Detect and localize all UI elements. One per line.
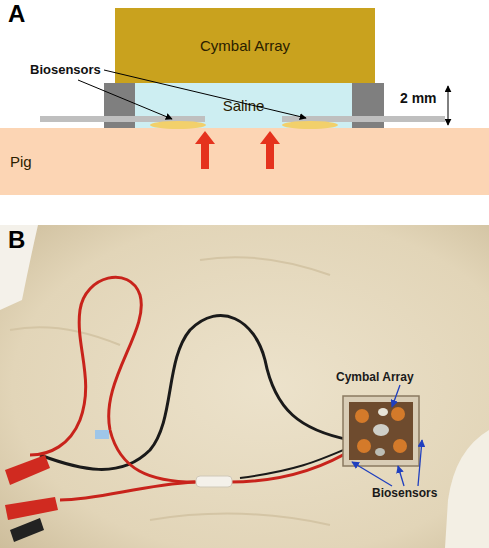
towel bbox=[445, 430, 489, 548]
alligator-clip bbox=[10, 518, 44, 542]
array-body bbox=[349, 402, 413, 460]
drape bbox=[0, 225, 38, 310]
arrow-shaft bbox=[201, 143, 209, 169]
callout-label: Biosensors bbox=[30, 62, 101, 77]
wire-tag bbox=[35, 500, 49, 509]
callout-line bbox=[398, 466, 404, 486]
callout-line bbox=[352, 462, 392, 486]
node-label: Cymbal Array bbox=[200, 37, 290, 54]
red-wire bbox=[60, 482, 195, 500]
epoxy bbox=[378, 408, 388, 416]
epoxy bbox=[373, 424, 389, 436]
black-wire bbox=[40, 316, 350, 470]
cymbal bbox=[355, 409, 369, 423]
cymbal bbox=[391, 407, 405, 421]
leader-line bbox=[78, 80, 172, 119]
spacer bbox=[104, 83, 135, 128]
component-box: Cymbal Array bbox=[115, 8, 375, 83]
array-housing bbox=[343, 396, 419, 466]
dimension-arrow bbox=[448, 86, 449, 125]
callout-label: Cymbal Array bbox=[336, 370, 414, 384]
callout-line bbox=[418, 440, 422, 486]
sensor-strip bbox=[282, 116, 445, 122]
pressure-arrows bbox=[195, 131, 280, 169]
biosensor bbox=[150, 121, 206, 129]
skin-crease bbox=[10, 257, 330, 525]
node-label: Saline bbox=[223, 97, 265, 114]
node-label: Pig bbox=[10, 153, 32, 170]
callout-label: Biosensors bbox=[372, 486, 437, 500]
saline-layer: Saline bbox=[135, 83, 352, 128]
callout-line bbox=[392, 385, 400, 407]
panel-letter: B bbox=[8, 226, 25, 254]
pig-skin-photo bbox=[0, 225, 489, 548]
alligator-clip bbox=[5, 497, 58, 520]
leader-line bbox=[104, 70, 306, 118]
arrow-shaft bbox=[266, 143, 274, 169]
dimension-label: 2 mm bbox=[400, 90, 437, 106]
sensor-strip bbox=[40, 116, 205, 122]
cymbal bbox=[357, 439, 371, 453]
arrow-head bbox=[260, 131, 280, 144]
wire-tag bbox=[95, 430, 109, 439]
epoxy bbox=[375, 448, 385, 456]
black-wire bbox=[240, 445, 355, 478]
biosensor bbox=[282, 121, 338, 129]
connector-sleeve bbox=[196, 476, 232, 487]
red-wire bbox=[30, 277, 355, 482]
spacer bbox=[352, 83, 384, 128]
panel-letter: A bbox=[8, 0, 25, 28]
cymbal bbox=[393, 439, 407, 453]
alligator-clip bbox=[5, 455, 50, 485]
arrow-head bbox=[195, 131, 215, 144]
tissue-layer: Pig bbox=[0, 128, 489, 195]
